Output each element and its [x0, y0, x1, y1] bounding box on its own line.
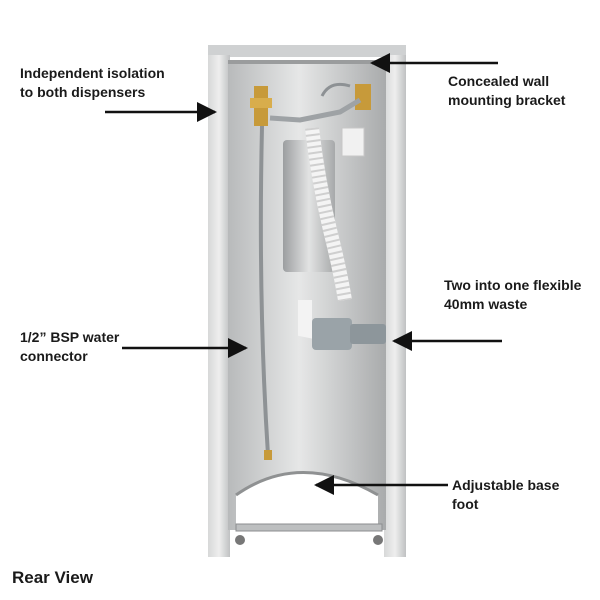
callout-arrows: [105, 53, 502, 495]
base-foot: [235, 523, 383, 532]
view-title: Rear View: [12, 568, 93, 587]
isolation-valves: [250, 82, 371, 126]
bsp-connector-hose: [258, 125, 270, 456]
flexible-waste: [298, 127, 386, 350]
